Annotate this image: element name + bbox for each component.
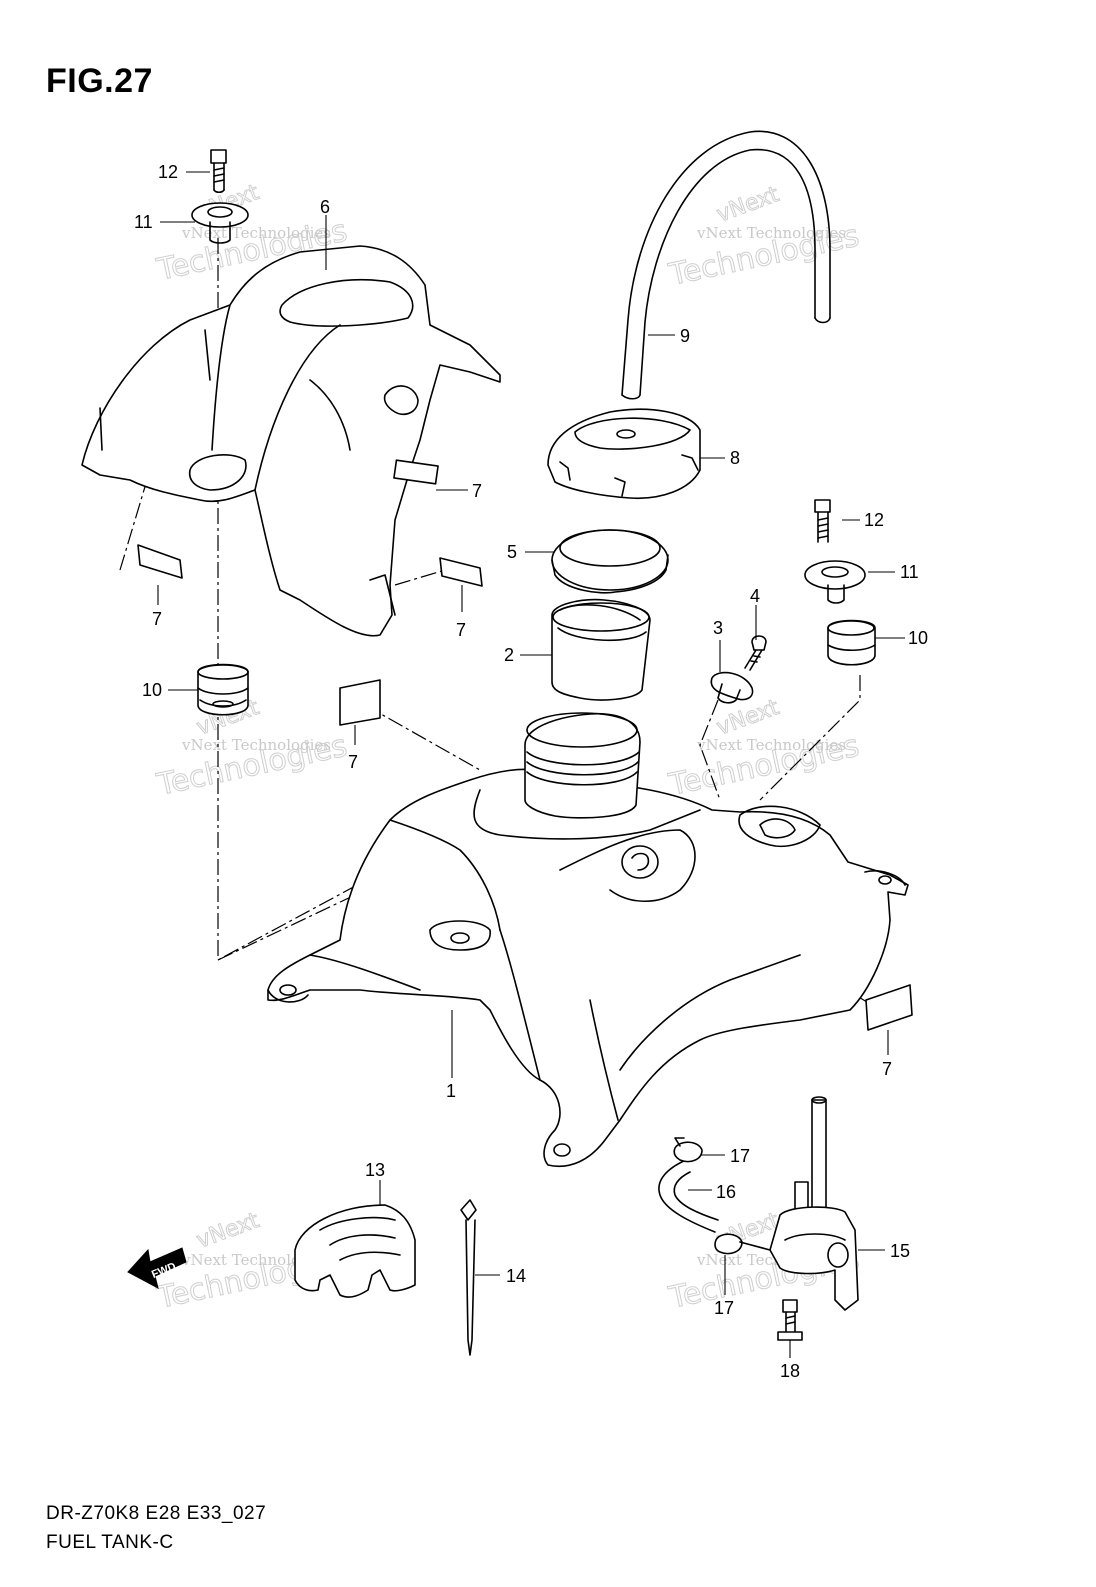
callout-6: 6 xyxy=(320,197,330,217)
callout-13: 13 xyxy=(365,1160,385,1180)
callout-4: 4 xyxy=(750,586,760,606)
grommet-3 xyxy=(710,671,754,704)
callout-labels: 12 11 6 9 8 7 7 7 5 12 11 4 3 10 2 10 7 … xyxy=(134,162,928,1381)
watermark-company: vNext Technologies xyxy=(181,736,331,754)
callout-7: 7 xyxy=(472,481,482,501)
callout-17: 17 xyxy=(730,1146,750,1166)
leader-lines xyxy=(157,171,905,1358)
callout-8: 8 xyxy=(730,448,740,468)
callout-10: 10 xyxy=(908,628,928,648)
watermark-company: vNext Technologies xyxy=(181,224,331,242)
fuel-cap xyxy=(547,408,701,500)
callout-10: 10 xyxy=(142,680,162,700)
bolt-right xyxy=(814,499,831,543)
washer-right xyxy=(804,560,866,604)
watermark-brand: vNext xyxy=(714,182,783,228)
gasket-ring xyxy=(551,529,669,594)
bolt-upper-left xyxy=(210,149,227,194)
callout-12: 12 xyxy=(864,510,884,530)
callout-18: 18 xyxy=(780,1361,800,1381)
callout-11: 11 xyxy=(134,212,153,232)
diagram-code: DR-Z70K8 E28 E33_027 xyxy=(46,1503,267,1524)
breather-hose xyxy=(621,130,831,400)
hose-clamp-lower xyxy=(714,1233,743,1255)
damper-right xyxy=(827,619,876,666)
diagram-name: FUEL TANK-C xyxy=(46,1532,174,1553)
callout-17: 17 xyxy=(714,1298,734,1318)
callout-14: 14 xyxy=(506,1266,526,1286)
callout-7: 7 xyxy=(348,752,358,772)
screw-18 xyxy=(777,1299,803,1341)
callout-9: 9 xyxy=(680,326,690,346)
cable-tie xyxy=(460,1199,477,1356)
watermark-company: vNext Technologies xyxy=(696,736,846,754)
callout-11: 11 xyxy=(900,562,919,582)
callout-5: 5 xyxy=(507,542,517,562)
rubber-block xyxy=(294,1204,416,1298)
hose-clamp-upper xyxy=(673,1137,703,1163)
filter-sleeve xyxy=(551,598,651,701)
tank-cover xyxy=(81,245,501,637)
callout-2: 2 xyxy=(504,645,514,665)
watermark-brand: vNext xyxy=(194,1208,263,1254)
watermark-company: vNext Technologies xyxy=(181,1251,331,1269)
damper-left xyxy=(197,663,249,716)
fuel-cock xyxy=(739,1096,859,1311)
figure-title: FIG.27 xyxy=(46,62,153,100)
callout-15: 15 xyxy=(890,1241,910,1261)
callout-3: 3 xyxy=(713,618,723,638)
callout-7: 7 xyxy=(152,609,162,629)
fuel-tank xyxy=(267,712,909,1167)
screw-4 xyxy=(744,635,767,671)
washer-upper-left xyxy=(191,202,249,244)
watermark-company: vNext Technologies xyxy=(696,224,846,242)
callout-7: 7 xyxy=(456,620,466,640)
label-pads xyxy=(137,544,913,1031)
callout-16: 16 xyxy=(716,1182,736,1202)
fuel-hose xyxy=(658,1159,719,1233)
callout-12: 12 xyxy=(158,162,178,182)
callout-1: 1 xyxy=(446,1081,456,1101)
callout-7: 7 xyxy=(882,1059,892,1079)
